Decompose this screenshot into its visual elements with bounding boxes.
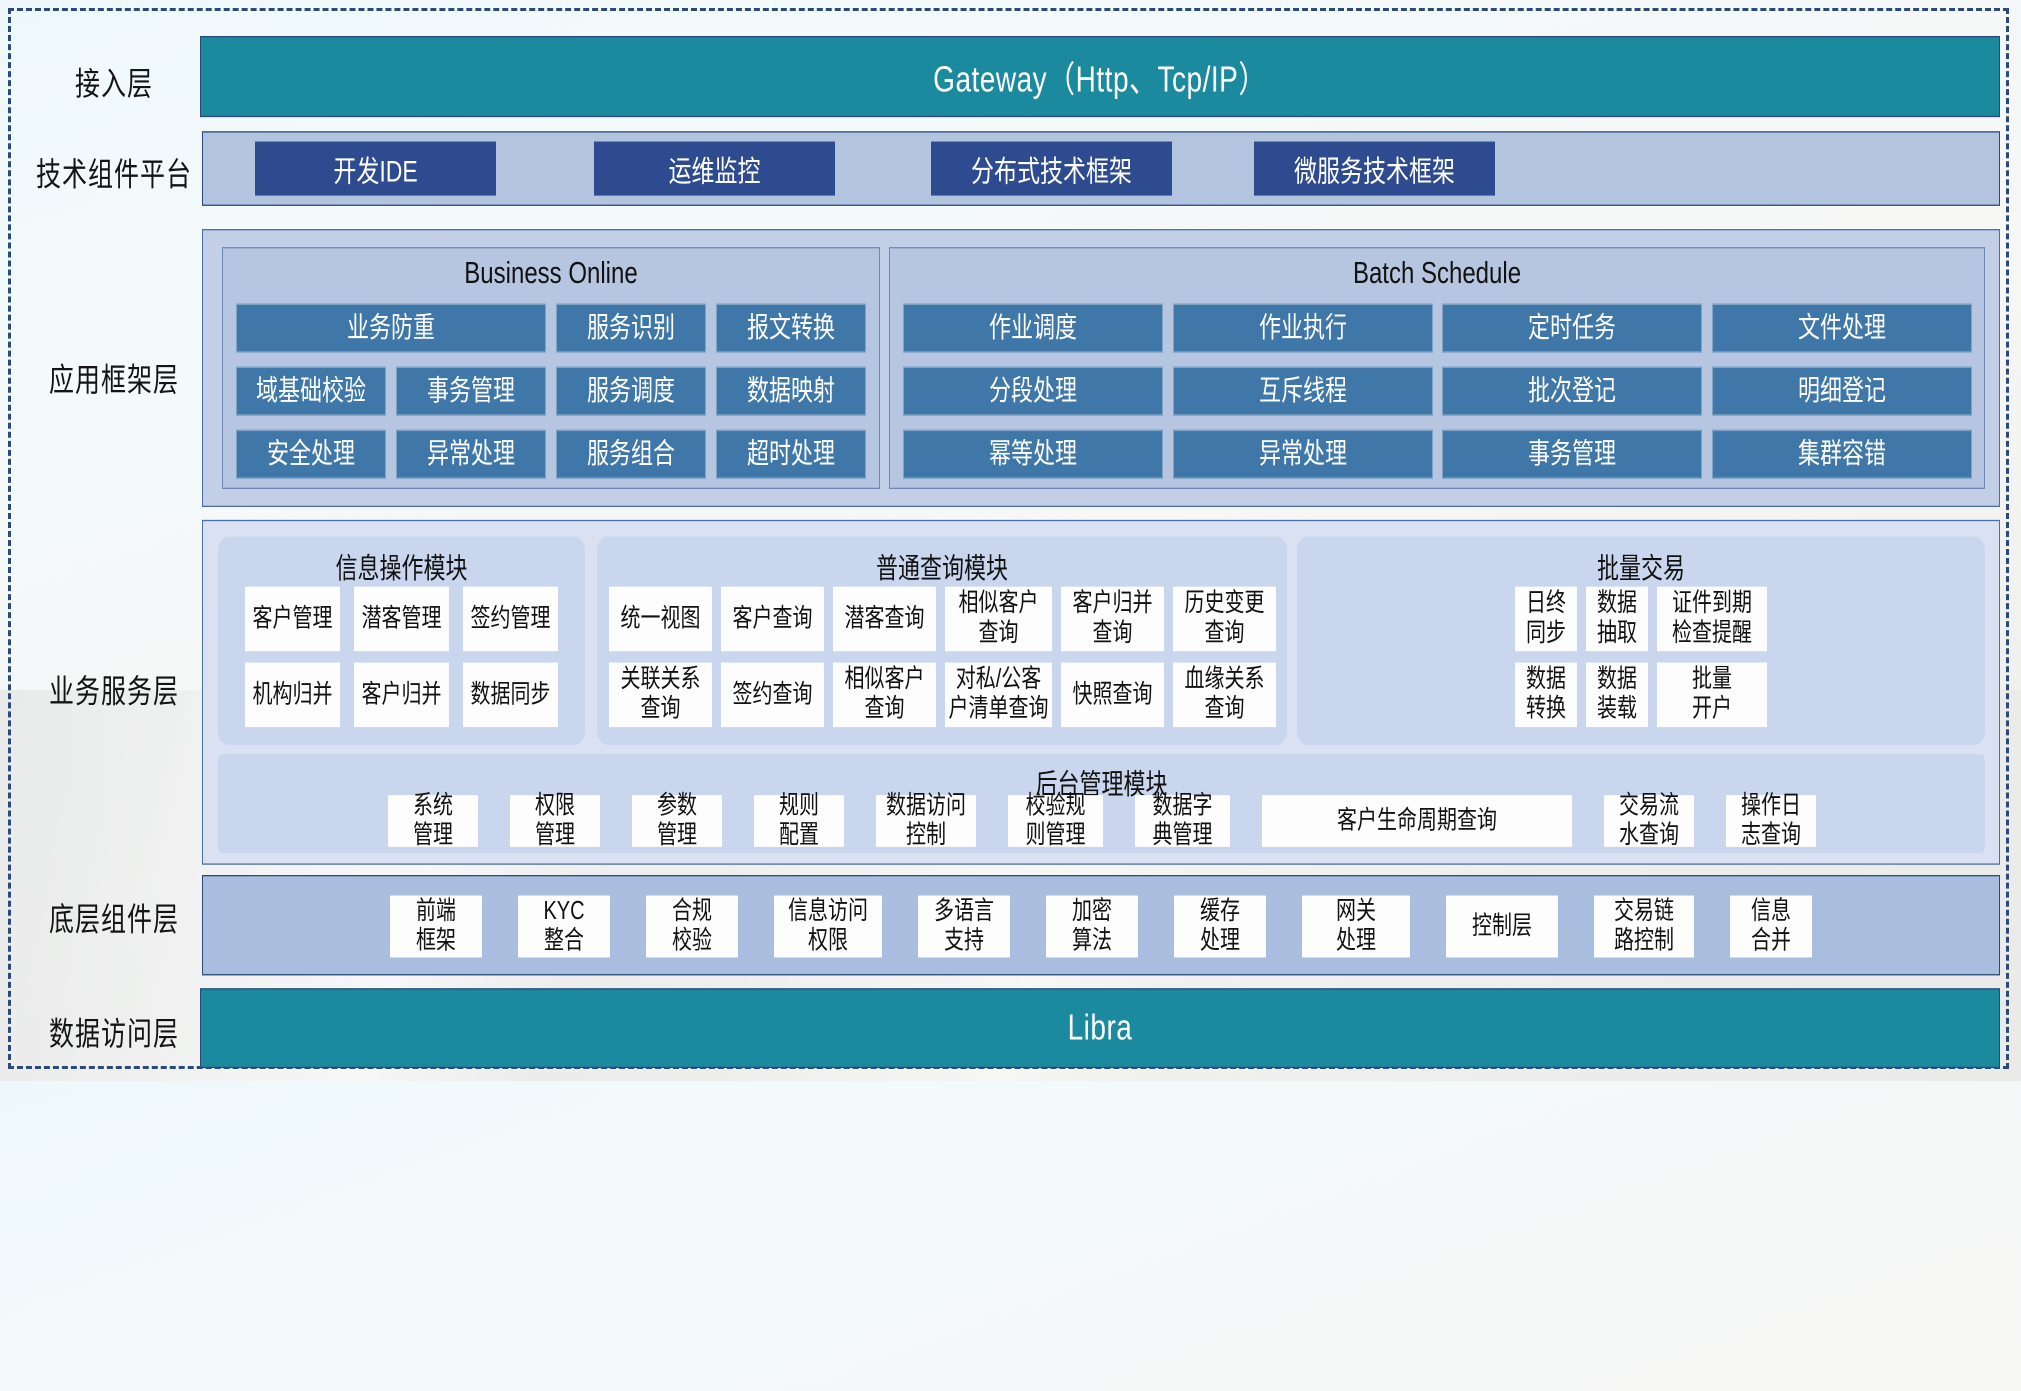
row-label-tech: 技术组件平台: [35, 156, 192, 194]
business-module-cell[interactable]: 签约查询: [721, 662, 824, 728]
app-framework-cell[interactable]: 分段处理: [903, 366, 1163, 416]
row-label-basecomp: 底层组件层: [48, 902, 179, 939]
tech-item-3[interactable]: 分布式技术框架: [931, 141, 1172, 196]
base-component-cell[interactable]: 控制层: [1446, 895, 1558, 958]
app-framework-cell[interactable]: 服务调度: [556, 366, 706, 416]
business-module-cell[interactable]: 数据抽取: [1586, 586, 1648, 652]
app-framework-cell[interactable]: 集群容错: [1712, 429, 1972, 479]
admin-module-cell[interactable]: 数据字典管理: [1135, 792, 1230, 849]
tech-item-1[interactable]: 开发IDE: [255, 141, 496, 196]
business-module-title: 普通查询模块: [875, 552, 1008, 585]
business-module-cell[interactable]: 潜客管理: [354, 586, 449, 652]
app-framework-group-title: Business Online: [464, 256, 638, 291]
business-module-cell[interactable]: 相似客户查询: [945, 586, 1052, 652]
base-component-cell[interactable]: 缓存处理: [1174, 895, 1266, 958]
app-framework-cell[interactable]: 文件处理: [1712, 303, 1972, 353]
business-module-cell[interactable]: 客户管理: [245, 586, 340, 652]
gateway-bar: Gateway（Http、Tcp/IP）: [200, 36, 2000, 118]
business-module-cell[interactable]: 关联关系查询: [609, 662, 712, 728]
app-framework-cell[interactable]: 作业调度: [903, 303, 1163, 353]
business-module-cell[interactable]: 数据转换: [1515, 662, 1577, 728]
admin-module-cell[interactable]: 系统管理: [388, 792, 478, 849]
business-module-cell[interactable]: 对私/公客户清单查询: [945, 662, 1052, 728]
row-label-bizservice: 业务服务层: [48, 674, 179, 711]
app-framework-cell[interactable]: 明细登记: [1712, 366, 1972, 416]
app-framework-cell[interactable]: 事务管理: [1442, 429, 1702, 479]
app-framework-cell[interactable]: 超时处理: [716, 429, 866, 479]
app-framework-cell[interactable]: 异常处理: [396, 429, 546, 479]
tech-item-2[interactable]: 运维监控: [594, 141, 835, 196]
business-module-title: 批量交易: [1596, 552, 1685, 585]
business-module-cell[interactable]: 客户归并查询: [1061, 586, 1164, 652]
base-component-cell[interactable]: 信息访问权限: [774, 895, 882, 958]
admin-module-cell[interactable]: 规则配置: [754, 792, 844, 849]
app-framework-cell[interactable]: 作业执行: [1173, 303, 1433, 353]
app-framework-cell[interactable]: 服务组合: [556, 429, 706, 479]
business-module-cell[interactable]: 相似客户查询: [833, 662, 936, 728]
row-label-appframe: 应用框架层: [48, 362, 179, 399]
business-module-cell[interactable]: 批量开户: [1657, 662, 1767, 728]
app-framework-cell[interactable]: 服务识别: [556, 303, 706, 353]
business-module-cell[interactable]: 历史变更查询: [1173, 586, 1276, 652]
row-label-access: 接入层: [74, 66, 153, 103]
app-framework-cell[interactable]: 业务防重: [236, 303, 546, 353]
business-module-cell[interactable]: 数据同步: [463, 662, 558, 728]
app-framework-cell[interactable]: 互斥线程: [1173, 366, 1433, 416]
admin-module-cell[interactable]: 操作日志查询: [1726, 792, 1816, 849]
business-module-cell[interactable]: 证件到期检查提醒: [1657, 586, 1767, 652]
base-component-cell[interactable]: 交易链路控制: [1594, 895, 1694, 958]
base-component-cell[interactable]: 合规校验: [646, 895, 738, 958]
base-component-cell[interactable]: 网关处理: [1302, 895, 1410, 958]
tech-item-4[interactable]: 微服务技术框架: [1254, 141, 1495, 196]
business-module-cell[interactable]: 血缘关系查询: [1173, 662, 1276, 728]
row-label-dataaccess: 数据访问层: [48, 1016, 179, 1053]
business-module-cell[interactable]: 快照查询: [1061, 662, 1164, 728]
app-framework-cell[interactable]: 定时任务: [1442, 303, 1702, 353]
admin-module-cell[interactable]: 权限管理: [510, 792, 600, 849]
business-module-cell[interactable]: 潜客查询: [833, 586, 936, 652]
business-module-cell[interactable]: 数据装载: [1586, 662, 1648, 728]
business-module-cell[interactable]: 统一视图: [609, 586, 712, 652]
base-component-cell[interactable]: 多语言支持: [918, 895, 1010, 958]
app-framework-cell[interactable]: 批次登记: [1442, 366, 1702, 416]
app-framework-cell[interactable]: 异常处理: [1173, 429, 1433, 479]
admin-module-cell[interactable]: 数据访问控制: [876, 792, 976, 849]
admin-module-cell[interactable]: 参数管理: [632, 792, 722, 849]
business-module-cell[interactable]: 机构归并: [245, 662, 340, 728]
app-framework-cell[interactable]: 幂等处理: [903, 429, 1163, 479]
app-framework-cell[interactable]: 数据映射: [716, 366, 866, 416]
app-framework-cell[interactable]: 事务管理: [396, 366, 546, 416]
base-component-cell[interactable]: 加密算法: [1046, 895, 1138, 958]
app-framework-cell[interactable]: 安全处理: [236, 429, 386, 479]
admin-module-cell[interactable]: 校验规则管理: [1008, 792, 1103, 849]
app-framework-cell[interactable]: 报文转换: [716, 303, 866, 353]
admin-module-cell[interactable]: 交易流水查询: [1604, 792, 1694, 849]
app-framework-group-title: Batch Schedule: [1352, 256, 1522, 291]
business-module-title: 信息操作模块: [335, 552, 468, 585]
base-component-cell[interactable]: 信息合并: [1730, 895, 1812, 958]
business-module-cell[interactable]: 客户归并: [354, 662, 449, 728]
admin-module-cell[interactable]: 客户生命周期查询: [1262, 795, 1572, 847]
business-module-cell[interactable]: 日终同步: [1515, 586, 1577, 652]
business-module-cell[interactable]: 客户查询: [721, 586, 824, 652]
business-module-cell[interactable]: 签约管理: [463, 586, 558, 652]
base-component-cell[interactable]: 前端框架: [390, 895, 482, 958]
libra-bar: Libra: [200, 988, 2000, 1069]
app-framework-cell[interactable]: 域基础校验: [236, 366, 386, 416]
